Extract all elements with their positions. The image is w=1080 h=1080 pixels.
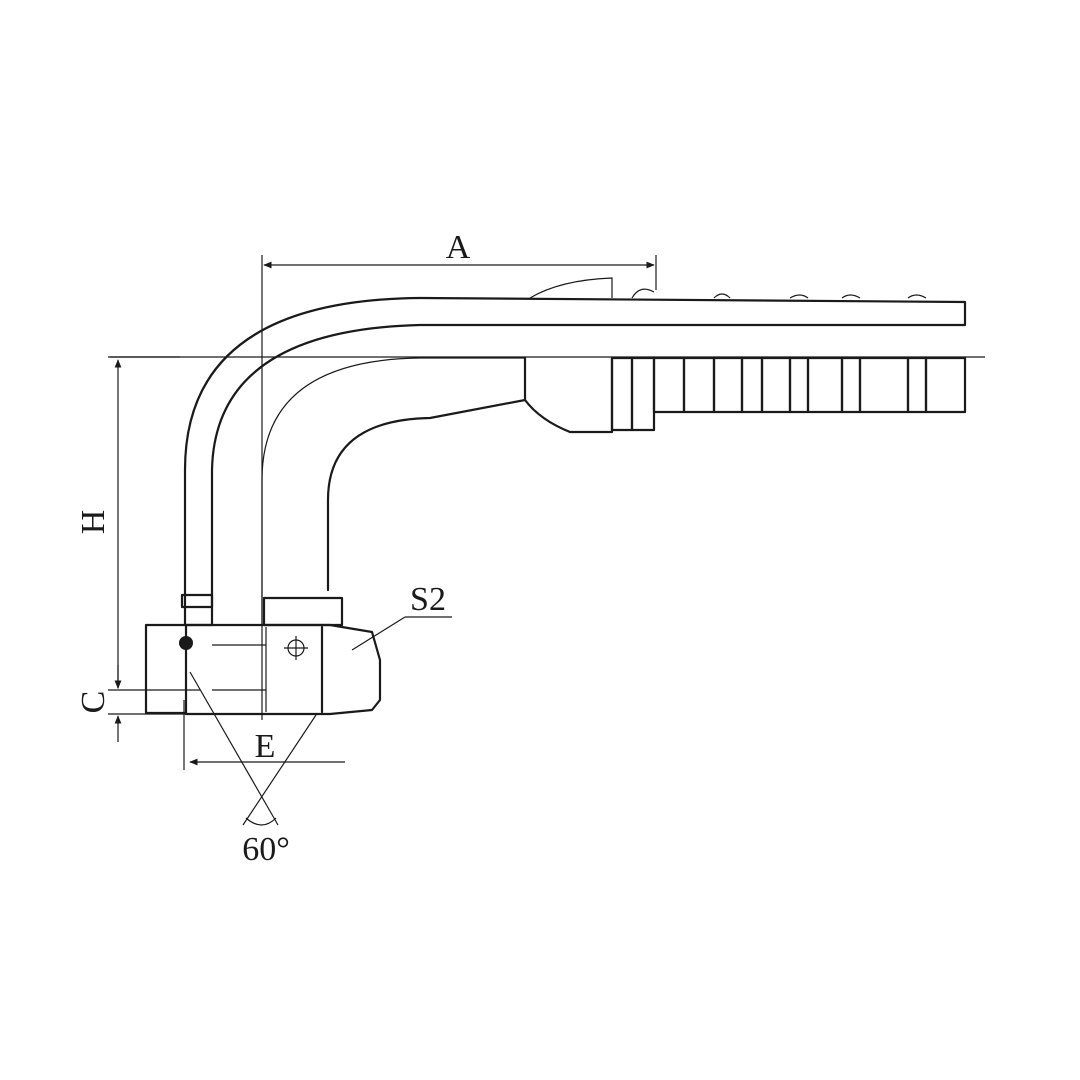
hose-tail-barbs <box>523 277 967 434</box>
label-h: H <box>75 510 112 535</box>
label-e: E <box>255 728 276 765</box>
label-a: A <box>446 229 471 266</box>
callout-s2: S2 <box>351 581 452 651</box>
dimension-a: A <box>261 229 657 720</box>
dimension-h: H <box>75 356 200 691</box>
dimension-e: E <box>183 700 345 770</box>
elbow-outer-wall <box>183 296 967 627</box>
label-angle: 60° <box>242 831 290 868</box>
label-c: C <box>75 691 112 714</box>
dimension-c: C <box>75 665 190 742</box>
label-s2: S2 <box>410 581 446 618</box>
elbow-inner-bore <box>261 357 527 625</box>
cone-angle: 60° <box>189 671 317 868</box>
swivel-nut <box>144 593 382 716</box>
